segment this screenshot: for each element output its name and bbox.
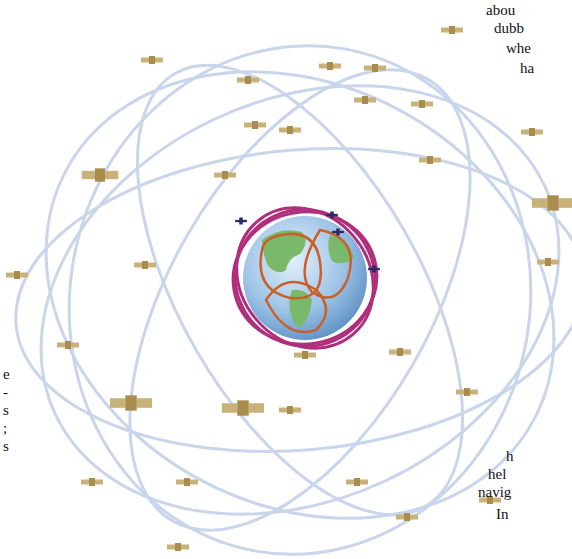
cropped-page-text: h [506, 448, 514, 465]
cropped-page-text: s [3, 402, 9, 419]
cropped-page-text: whe [506, 40, 531, 57]
cropped-page-text: dubb [494, 20, 524, 37]
cropped-page-text: navig [478, 484, 511, 501]
cropped-page-text: s [3, 438, 9, 455]
cropped-page-text: e [3, 366, 10, 383]
cropped-page-text: abou [486, 2, 515, 19]
cropped-page-text: ha [520, 60, 534, 77]
cropped-page-text: In [496, 506, 509, 523]
cropped-page-text: - [3, 384, 8, 401]
cropped-page-text: hel [488, 466, 506, 483]
cropped-page-text: ; [3, 420, 7, 437]
